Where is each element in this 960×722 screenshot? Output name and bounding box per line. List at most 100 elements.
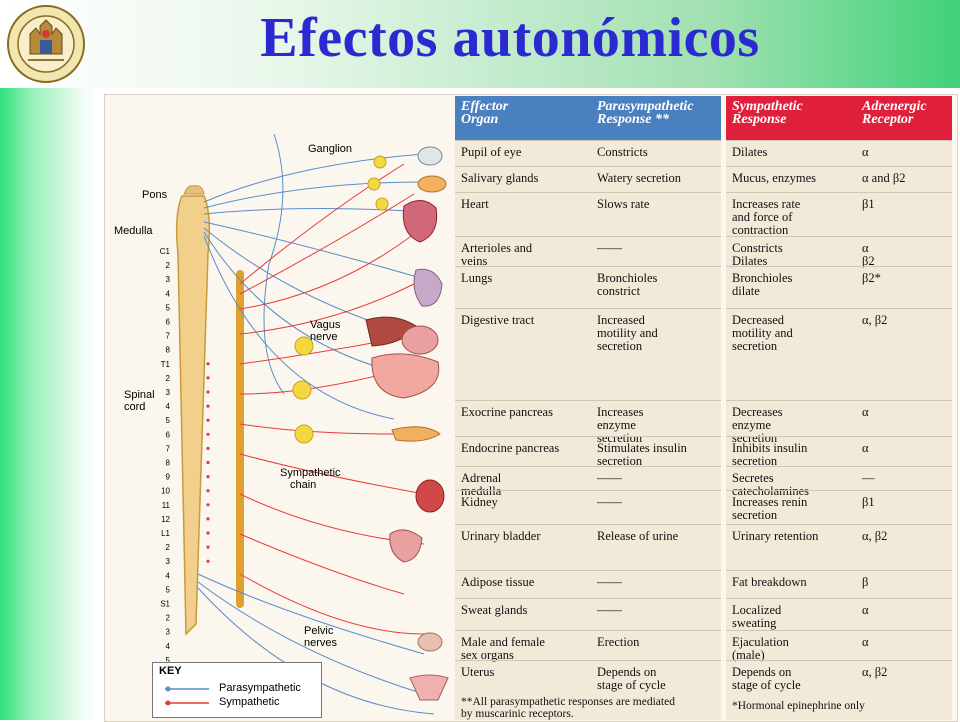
sympathetic-table-header [726,96,952,140]
table-cell: Secretes catecholamines [732,471,810,498]
row-divider [455,570,721,571]
vertebra-label: S1 [160,600,170,609]
table-cell: — [862,471,875,485]
table-cell: Sweat glands [461,603,528,617]
spinal-segment-dot [206,531,210,535]
table-cell: α [862,635,869,649]
vertebra-label: 3 [166,275,171,284]
vertebra-labels: C12345678T123456789101112L12345S12345Co1 [155,247,210,679]
table-cell: Decreased motility and secretion [732,313,793,353]
table-cell: α and β2 [862,171,906,185]
key-title: KEY [159,665,182,677]
row-divider [726,466,952,467]
table-cell: Bronchioles constrict [597,271,658,298]
vertebra-label: 3 [166,628,171,637]
row-divider [726,524,952,525]
vertebra-label: 4 [166,402,171,411]
table-cell: α β2 [862,241,875,268]
row-divider [455,660,721,661]
vertebra-label: 8 [166,346,171,355]
key-sympathetic-label: Sympathetic [219,696,280,708]
vertebra-label: T1 [161,360,171,369]
row-divider [726,570,952,571]
row-divider [726,660,952,661]
vertebra-label: 6 [166,430,171,439]
row-divider [455,236,721,237]
table-cell: α, β2 [862,529,888,543]
row-divider [726,266,952,267]
vertebra-label: 10 [161,487,170,496]
vertebra-label: 9 [166,473,171,482]
table-cell: Constricts [597,145,648,159]
row-divider [455,524,721,525]
vertebra-label: 5 [166,585,171,594]
table-cell: Bronchioles dilate [732,271,793,298]
table-cell: Inhibits insulin secretion [732,441,808,468]
table-cell: Slows rate [597,197,650,211]
table-cell: Depends on stage of cycle [732,665,801,692]
key-legend: KEY Parasympathetic Sympathetic [152,662,322,718]
spinal-segment-dot [206,460,210,465]
table-cell: Increases renin secretion [732,495,808,522]
parasympathetic-table-header [455,96,721,140]
table-cell: Male and female sex organs [461,635,545,662]
row-divider [726,630,952,631]
parasympathetic-table: Effector Organ Parasympathetic Response … [455,96,721,720]
vertebra-label: 7 [166,444,171,453]
spinal-segment-dot [206,489,210,493]
table-cell: Constricts Dilates [732,241,783,268]
spinal-segment-dot [206,475,210,479]
spinal-segment-dot [206,545,210,549]
row-divider [455,466,721,467]
table-cell: Urinary retention [732,529,819,543]
key-sympathetic-line [165,700,209,706]
table-cell: α, β2 [862,665,888,679]
row-divider [726,192,952,193]
header-sympathetic-response: Sympathetic Response [732,99,803,127]
label-pons: Pons [142,189,168,201]
key-parasympathetic-line [165,686,209,692]
vertebra-label: 2 [166,543,171,552]
table-cell: Adipose tissue [461,575,535,589]
table-cell: Kidney [461,495,498,509]
header-parasympathetic-response: Parasympathetic Response ** [597,99,694,127]
vertebra-label: 2 [166,374,171,383]
vertebra-label: 2 [166,614,171,623]
table-cell: —— [597,471,622,485]
vertebra-label: 7 [166,332,171,341]
spinal-segment-dot [206,362,210,366]
table-cell: β1 [862,495,875,509]
vertebra-label: 5 [166,416,171,425]
table-cell: —— [597,495,622,509]
vertebra-label: 4 [166,642,171,651]
vertebra-label: 6 [166,318,171,327]
table-cell: Increased motility and secretion [597,313,658,353]
table-cell: Uterus [461,665,495,679]
university-seal-logo [7,5,85,83]
vertebra-label: 11 [162,501,171,510]
vertebra-label: 4 [166,289,171,298]
table-cell: Release of urine [597,529,679,543]
row-divider [455,166,721,167]
organs [365,146,449,701]
row-divider [726,490,952,491]
row-divider [455,266,721,267]
label-medulla: Medulla [114,225,153,237]
sympathetic-table: Sympathetic Response Adrenergic Receptor… [726,96,952,720]
table-cell: α [862,405,869,419]
vertebra-label: C1 [160,247,171,256]
row-divider [726,308,952,309]
table-cell: α, β2 [862,313,888,327]
key-parasympathetic-label: Parasympathetic [219,682,301,694]
vertebra-label: 5 [166,303,171,312]
table-cell: —— [597,575,622,589]
table-cell: Ejaculation (male) [732,635,789,662]
table-cell: Depends on stage of cycle [597,665,666,692]
table-cell: Pupil of eye [461,145,522,159]
spinal-segment-dot [206,503,210,507]
spinal-segment-dot [206,446,210,450]
row-divider [726,140,952,141]
